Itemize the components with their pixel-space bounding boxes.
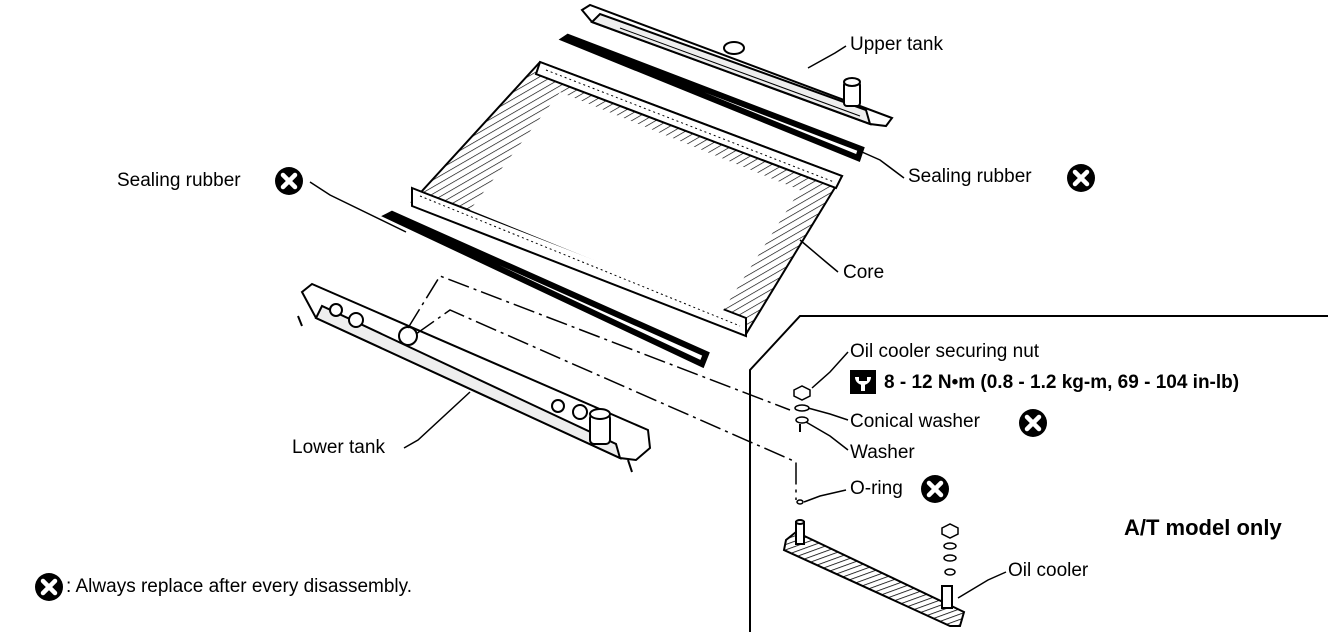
at-model-only-label: A/T model only: [1124, 515, 1282, 540]
lower-tank-label: Lower tank: [292, 437, 385, 458]
torque-spec-label: 8 - 12 N•m (0.8 - 1.2 kg-m, 69 - 104 in-…: [884, 372, 1240, 393]
sealing-rubber-right-label: Sealing rubber: [908, 166, 1032, 187]
washer-label: Washer: [850, 442, 915, 463]
at-inset-border: [749, 315, 1328, 632]
fastener-stack: [793, 385, 811, 505]
x-circle-icon: [921, 475, 949, 503]
sealing-rubber-lower: [381, 210, 710, 369]
oil-cooler: [782, 519, 966, 627]
sealing-rubber-left-label: Sealing rubber: [117, 170, 241, 191]
o-ring-label: O-ring: [850, 478, 903, 499]
alignment-lines: [407, 275, 797, 500]
leader-lines: [309, 45, 1007, 599]
torque-wrench-icon: [850, 370, 876, 394]
x-circle-icon: [35, 573, 63, 601]
oil-cooler-securing-nut-label: Oil cooler securing nut: [850, 341, 1040, 362]
lower-tank: [297, 282, 652, 473]
x-circle-icon: [1019, 409, 1047, 437]
conical-washer-label: Conical washer: [850, 411, 980, 432]
legend-text: : Always replace after every disassembly…: [66, 576, 413, 597]
oil-cooler-label: Oil cooler: [1008, 560, 1089, 581]
upper-tank: [580, 3, 894, 128]
x-circle-icon: [1067, 164, 1095, 192]
core-label: Core: [843, 262, 885, 283]
sealing-rubber-upper: [558, 33, 865, 162]
upper-tank-label: Upper tank: [850, 34, 943, 55]
x-circle-icon: [275, 167, 303, 195]
radiator-core: [410, 60, 844, 338]
